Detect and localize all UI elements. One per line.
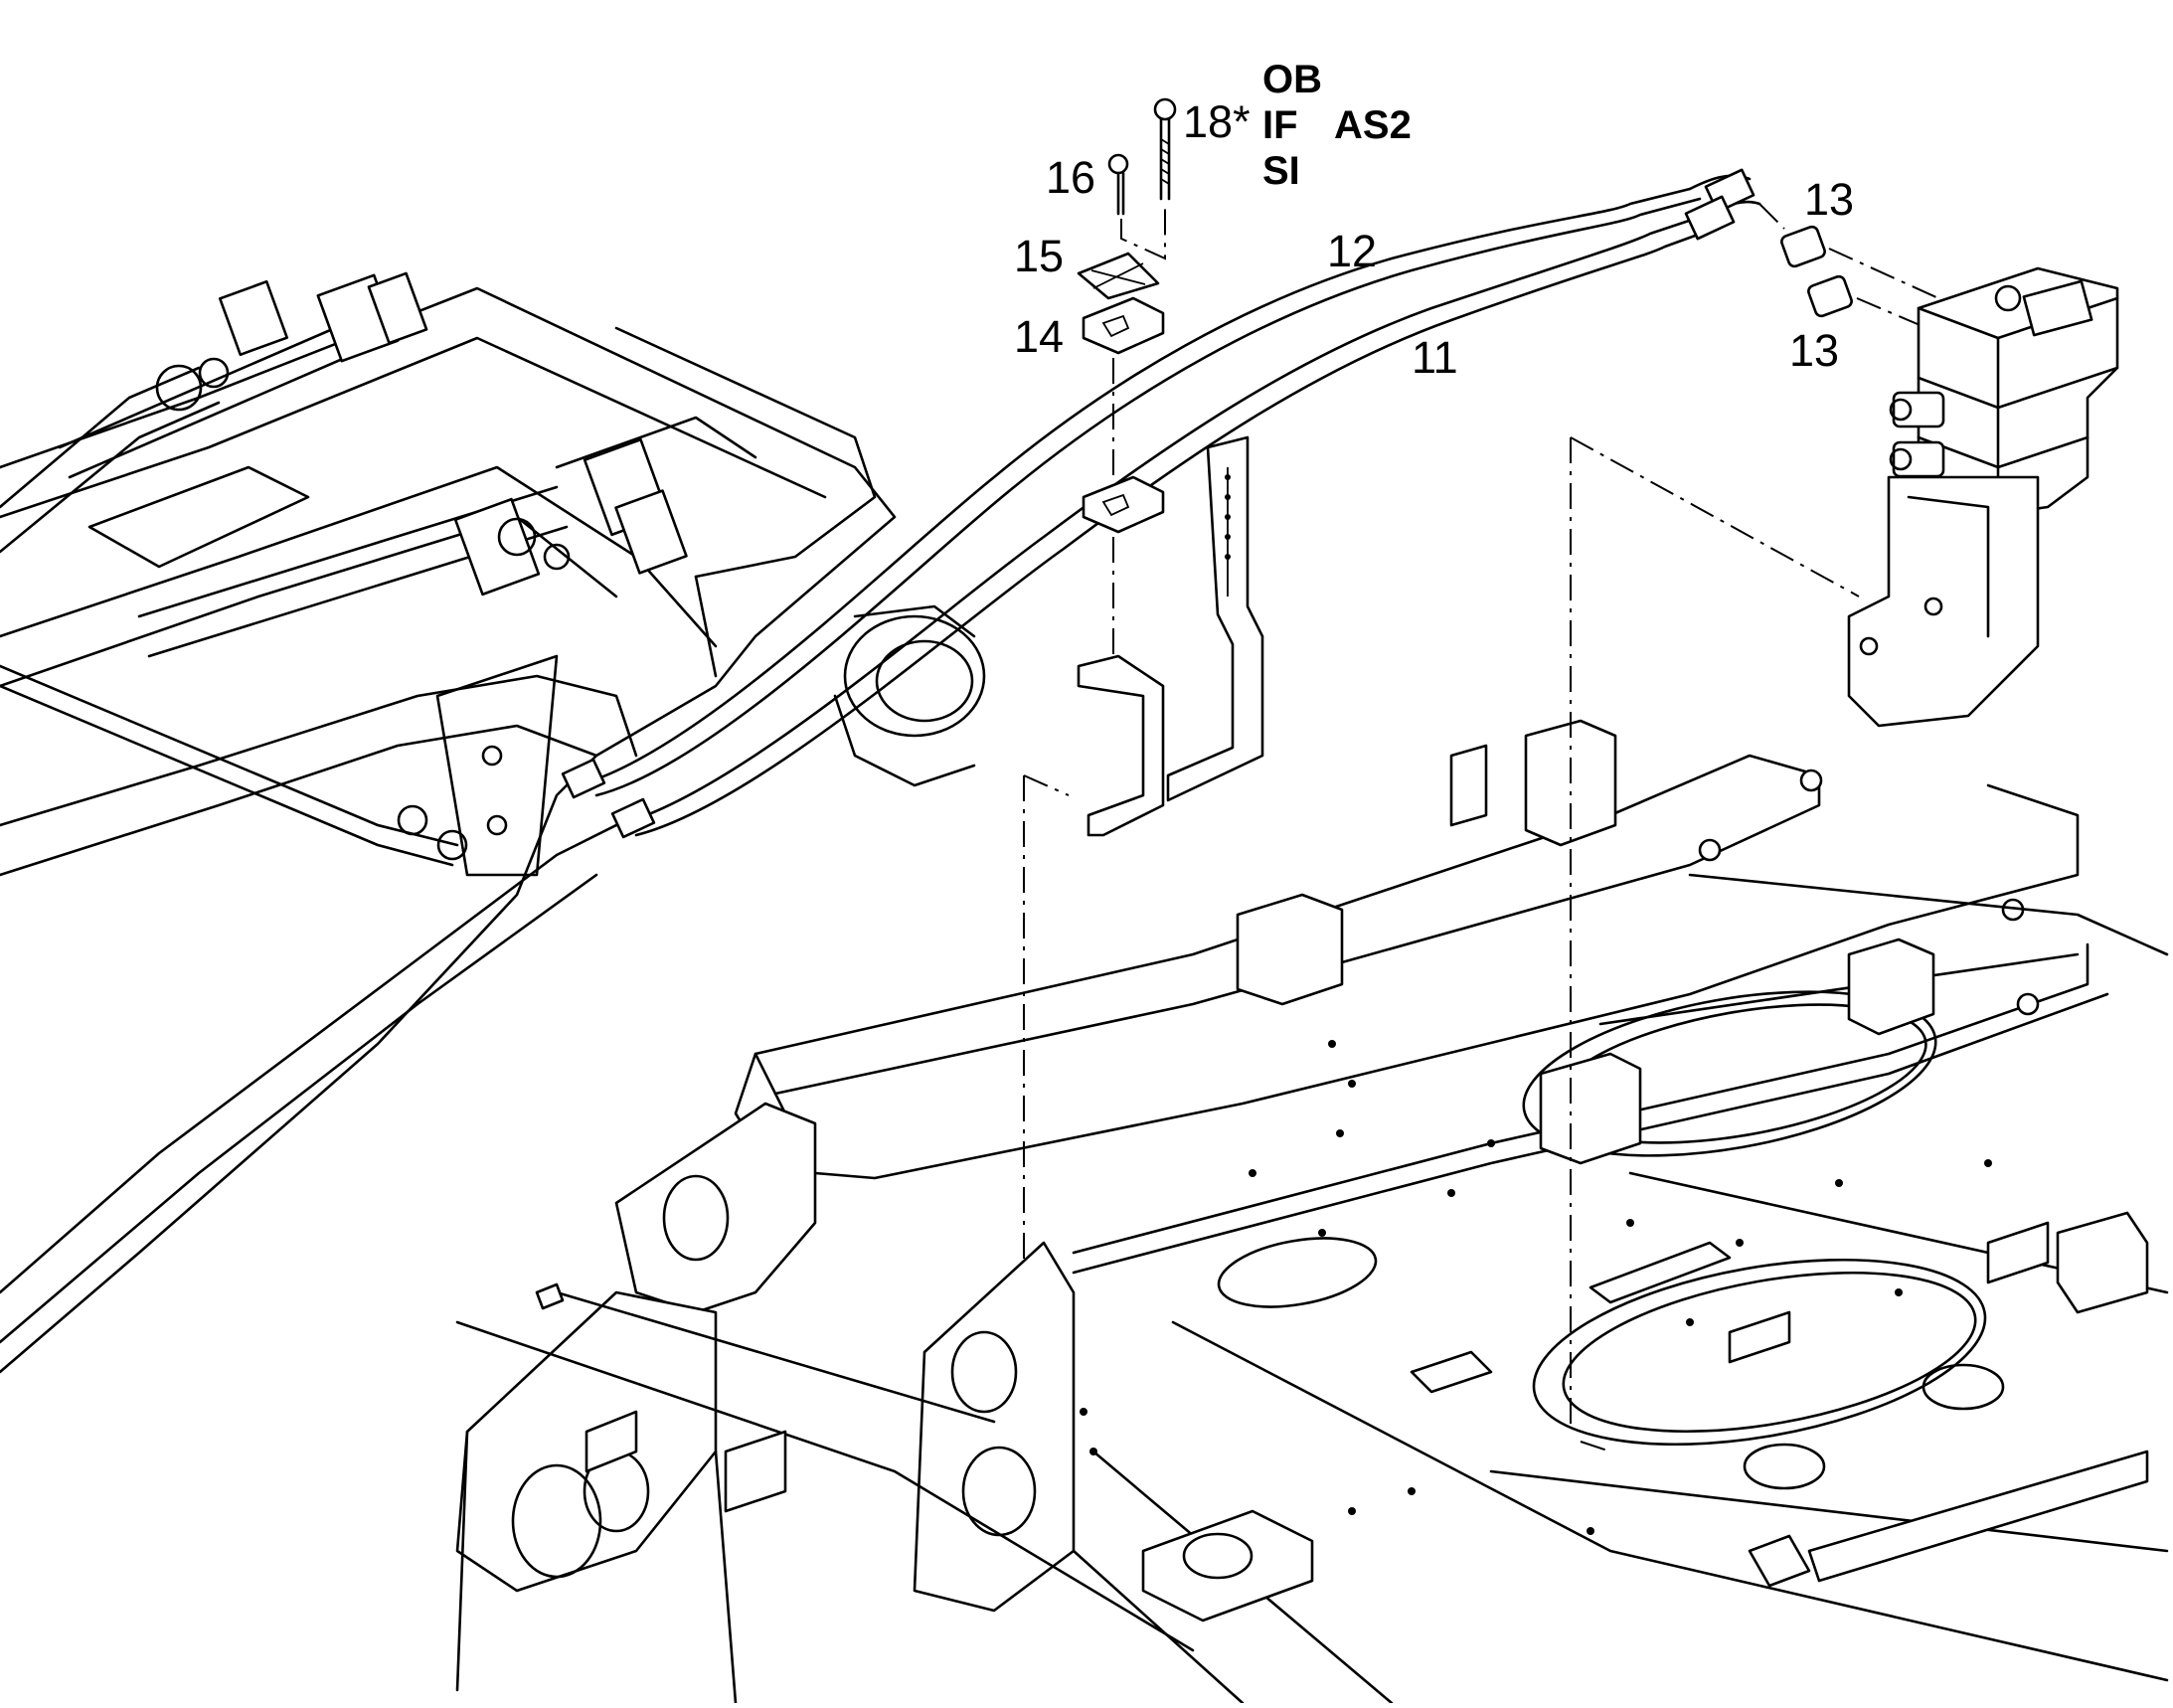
hoses [561,168,1761,839]
callout-18: 18* [1183,99,1251,144]
callout-12: 12 [1327,226,1378,276]
code-si: SI [1262,149,1300,193]
hydraulic-cylinders [0,271,688,877]
lower-frame [455,437,2169,1705]
callout-13-lower: 13 [1789,325,1840,376]
callout-14: 14 [1014,311,1065,362]
callout-18-marker: * [1233,96,1251,147]
callout-18-number: 18 [1183,96,1234,147]
code-ob: OB [1262,58,1322,101]
callout-16: 16 [1046,152,1096,203]
boom-arm [0,286,986,1374]
code-as2: AS2 [1334,103,1412,147]
code-if: IF [1262,103,1298,147]
callout-11: 11 [1412,332,1458,383]
valve-block [1570,203,2119,728]
clamp-hardware [1023,97,1264,1412]
callout-15: 15 [1014,231,1065,281]
callout-13-upper: 13 [1804,174,1855,225]
